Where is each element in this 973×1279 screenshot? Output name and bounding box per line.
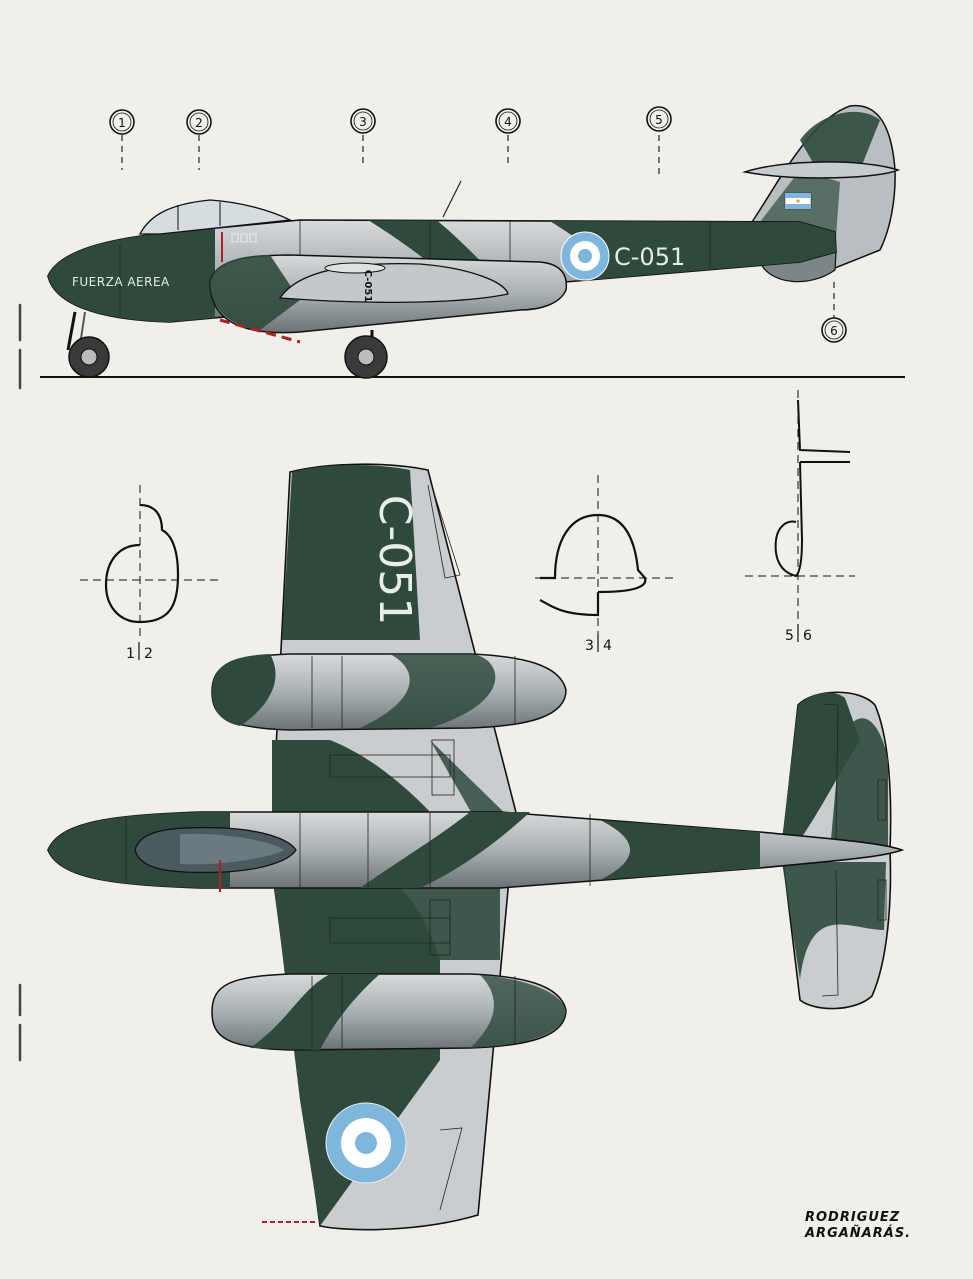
svg-text:2: 2: [144, 646, 153, 662]
svg-text:2: 2: [195, 116, 203, 130]
tailplane: [742, 161, 901, 179]
engine-code-text: C-051: [362, 270, 373, 303]
svg-text:6: 6: [830, 324, 838, 338]
section-labels: 1 2 3 4 5 6: [126, 624, 812, 662]
station-marker-3: 3: [350, 108, 376, 134]
antenna-leader: [442, 180, 462, 218]
wing-roundel: [325, 1102, 407, 1184]
svg-text:3: 3: [585, 638, 594, 654]
svg-text:4: 4: [504, 115, 512, 129]
station-leaders: [121, 135, 835, 318]
artist-credit-line-1: RODRIGUEZ: [805, 1210, 901, 1225]
wing-serial: C-051: [369, 495, 420, 626]
station-marker-4: 4: [495, 108, 521, 134]
svg-text:1: 1: [118, 116, 126, 130]
svg-text:1: 1: [126, 646, 135, 662]
cross-section-3-4: [535, 475, 675, 640]
main-gear: [344, 330, 388, 379]
argentine-flag: [784, 192, 812, 210]
artist-credit-line-2: ARGAÑARÁS.: [805, 1226, 912, 1241]
cross-sections: [80, 390, 855, 640]
tail-fin-camo: [800, 111, 880, 175]
cross-section-5-6: [745, 390, 855, 630]
station-markers: 1 2 3 4 5: [109, 106, 847, 343]
station-marker-1: 1: [109, 109, 135, 135]
cross-section-1-2: [80, 485, 220, 640]
fuselage-serial: C-051: [614, 243, 685, 271]
artist-credit: RODRIGUEZ ARGAÑARÁS.: [805, 1210, 911, 1242]
side-view: C-051 FUERZA AEREA C-051 1: [40, 104, 905, 379]
nose-gear: [66, 311, 110, 378]
svg-text:3: 3: [359, 115, 367, 129]
svg-text:4: 4: [603, 638, 612, 654]
svg-text:5: 5: [655, 113, 663, 127]
station-marker-6: 6: [821, 317, 847, 343]
plan-view: C-051: [47, 463, 905, 1231]
station-marker-2: 2: [186, 109, 212, 135]
nose-text: FUERZA AEREA: [72, 275, 170, 289]
svg-text:5: 5: [785, 628, 794, 644]
station-marker-5: 5: [646, 106, 672, 132]
svg-text:6: 6: [803, 628, 812, 644]
fuselage-roundel: [560, 231, 610, 281]
